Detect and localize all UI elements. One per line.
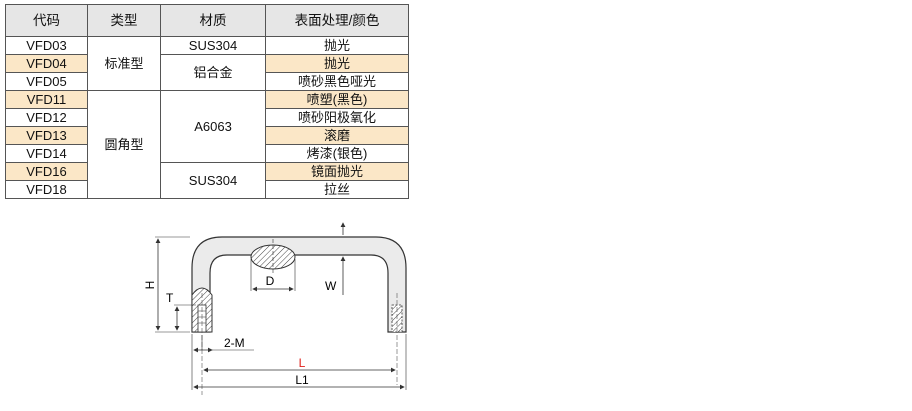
material-cell: SUS304 bbox=[160, 162, 266, 199]
table-header-row: 代码 类型 材质 表面处理/颜色 bbox=[5, 4, 409, 37]
finish-cell: 滚磨 bbox=[265, 126, 409, 145]
table-row: VFD03 标准型 SUS304 抛光 bbox=[5, 36, 409, 91]
material-cell: SUS304 bbox=[160, 36, 266, 55]
handle-dimension-drawing: H T D W 2-M L L1 bbox=[143, 222, 407, 395]
code-cell: VFD11 bbox=[5, 90, 88, 109]
label-L1: L1 bbox=[295, 373, 309, 387]
finish-cell: 烤漆(银色) bbox=[265, 144, 409, 163]
code-cell: VFD13 bbox=[5, 126, 88, 145]
table-row: VFD14 烤漆(银色) bbox=[5, 144, 409, 163]
finish-cell: 喷砂黑色哑光 bbox=[265, 72, 409, 91]
label-H: H bbox=[143, 281, 157, 290]
label-T: T bbox=[166, 291, 174, 305]
finish-cell: 抛光 bbox=[265, 54, 409, 73]
code-cell: VFD04 bbox=[5, 54, 88, 73]
table-row: VFD11 圆角型 A6063 喷塑(黑色) bbox=[5, 90, 409, 199]
label-W: W bbox=[325, 279, 337, 293]
code-cell: VFD03 bbox=[5, 36, 88, 55]
finish-cell: 喷砂阳极氧化 bbox=[265, 108, 409, 127]
code-cell: VFD16 bbox=[5, 162, 88, 181]
code-cell: VFD18 bbox=[5, 180, 88, 199]
table-row: VFD16 SUS304 镜面抛光 bbox=[5, 162, 409, 199]
header-type: 类型 bbox=[87, 4, 161, 37]
material-cell: A6063 bbox=[160, 90, 266, 163]
header-finish: 表面处理/颜色 bbox=[265, 4, 409, 37]
code-cell: VFD12 bbox=[5, 108, 88, 127]
label-D: D bbox=[266, 274, 275, 288]
type-cell: 圆角型 bbox=[87, 90, 161, 199]
code-cell: VFD05 bbox=[5, 72, 88, 91]
header-code: 代码 bbox=[5, 4, 88, 37]
table-row: VFD18 拉丝 bbox=[5, 180, 409, 199]
label-L: L bbox=[299, 356, 306, 370]
type-cell: 标准型 bbox=[87, 36, 161, 91]
header-material: 材质 bbox=[160, 4, 266, 37]
spec-table: 代码 类型 材质 表面处理/颜色 VFD03 标准型 SUS304 抛光 VFD… bbox=[5, 4, 409, 199]
finish-cell: 抛光 bbox=[265, 36, 409, 55]
table-row: VFD13 滚磨 bbox=[5, 126, 409, 145]
finish-cell: 拉丝 bbox=[265, 180, 409, 199]
finish-cell: 镜面抛光 bbox=[265, 162, 409, 181]
label-2M: 2-M bbox=[224, 336, 245, 350]
handle-outline bbox=[191, 236, 407, 333]
finish-cell: 喷塑(黑色) bbox=[265, 90, 409, 109]
table-row: VFD04 铝合金 抛光 bbox=[5, 54, 409, 91]
material-cell: 铝合金 bbox=[160, 54, 266, 91]
code-cell: VFD14 bbox=[5, 144, 88, 163]
